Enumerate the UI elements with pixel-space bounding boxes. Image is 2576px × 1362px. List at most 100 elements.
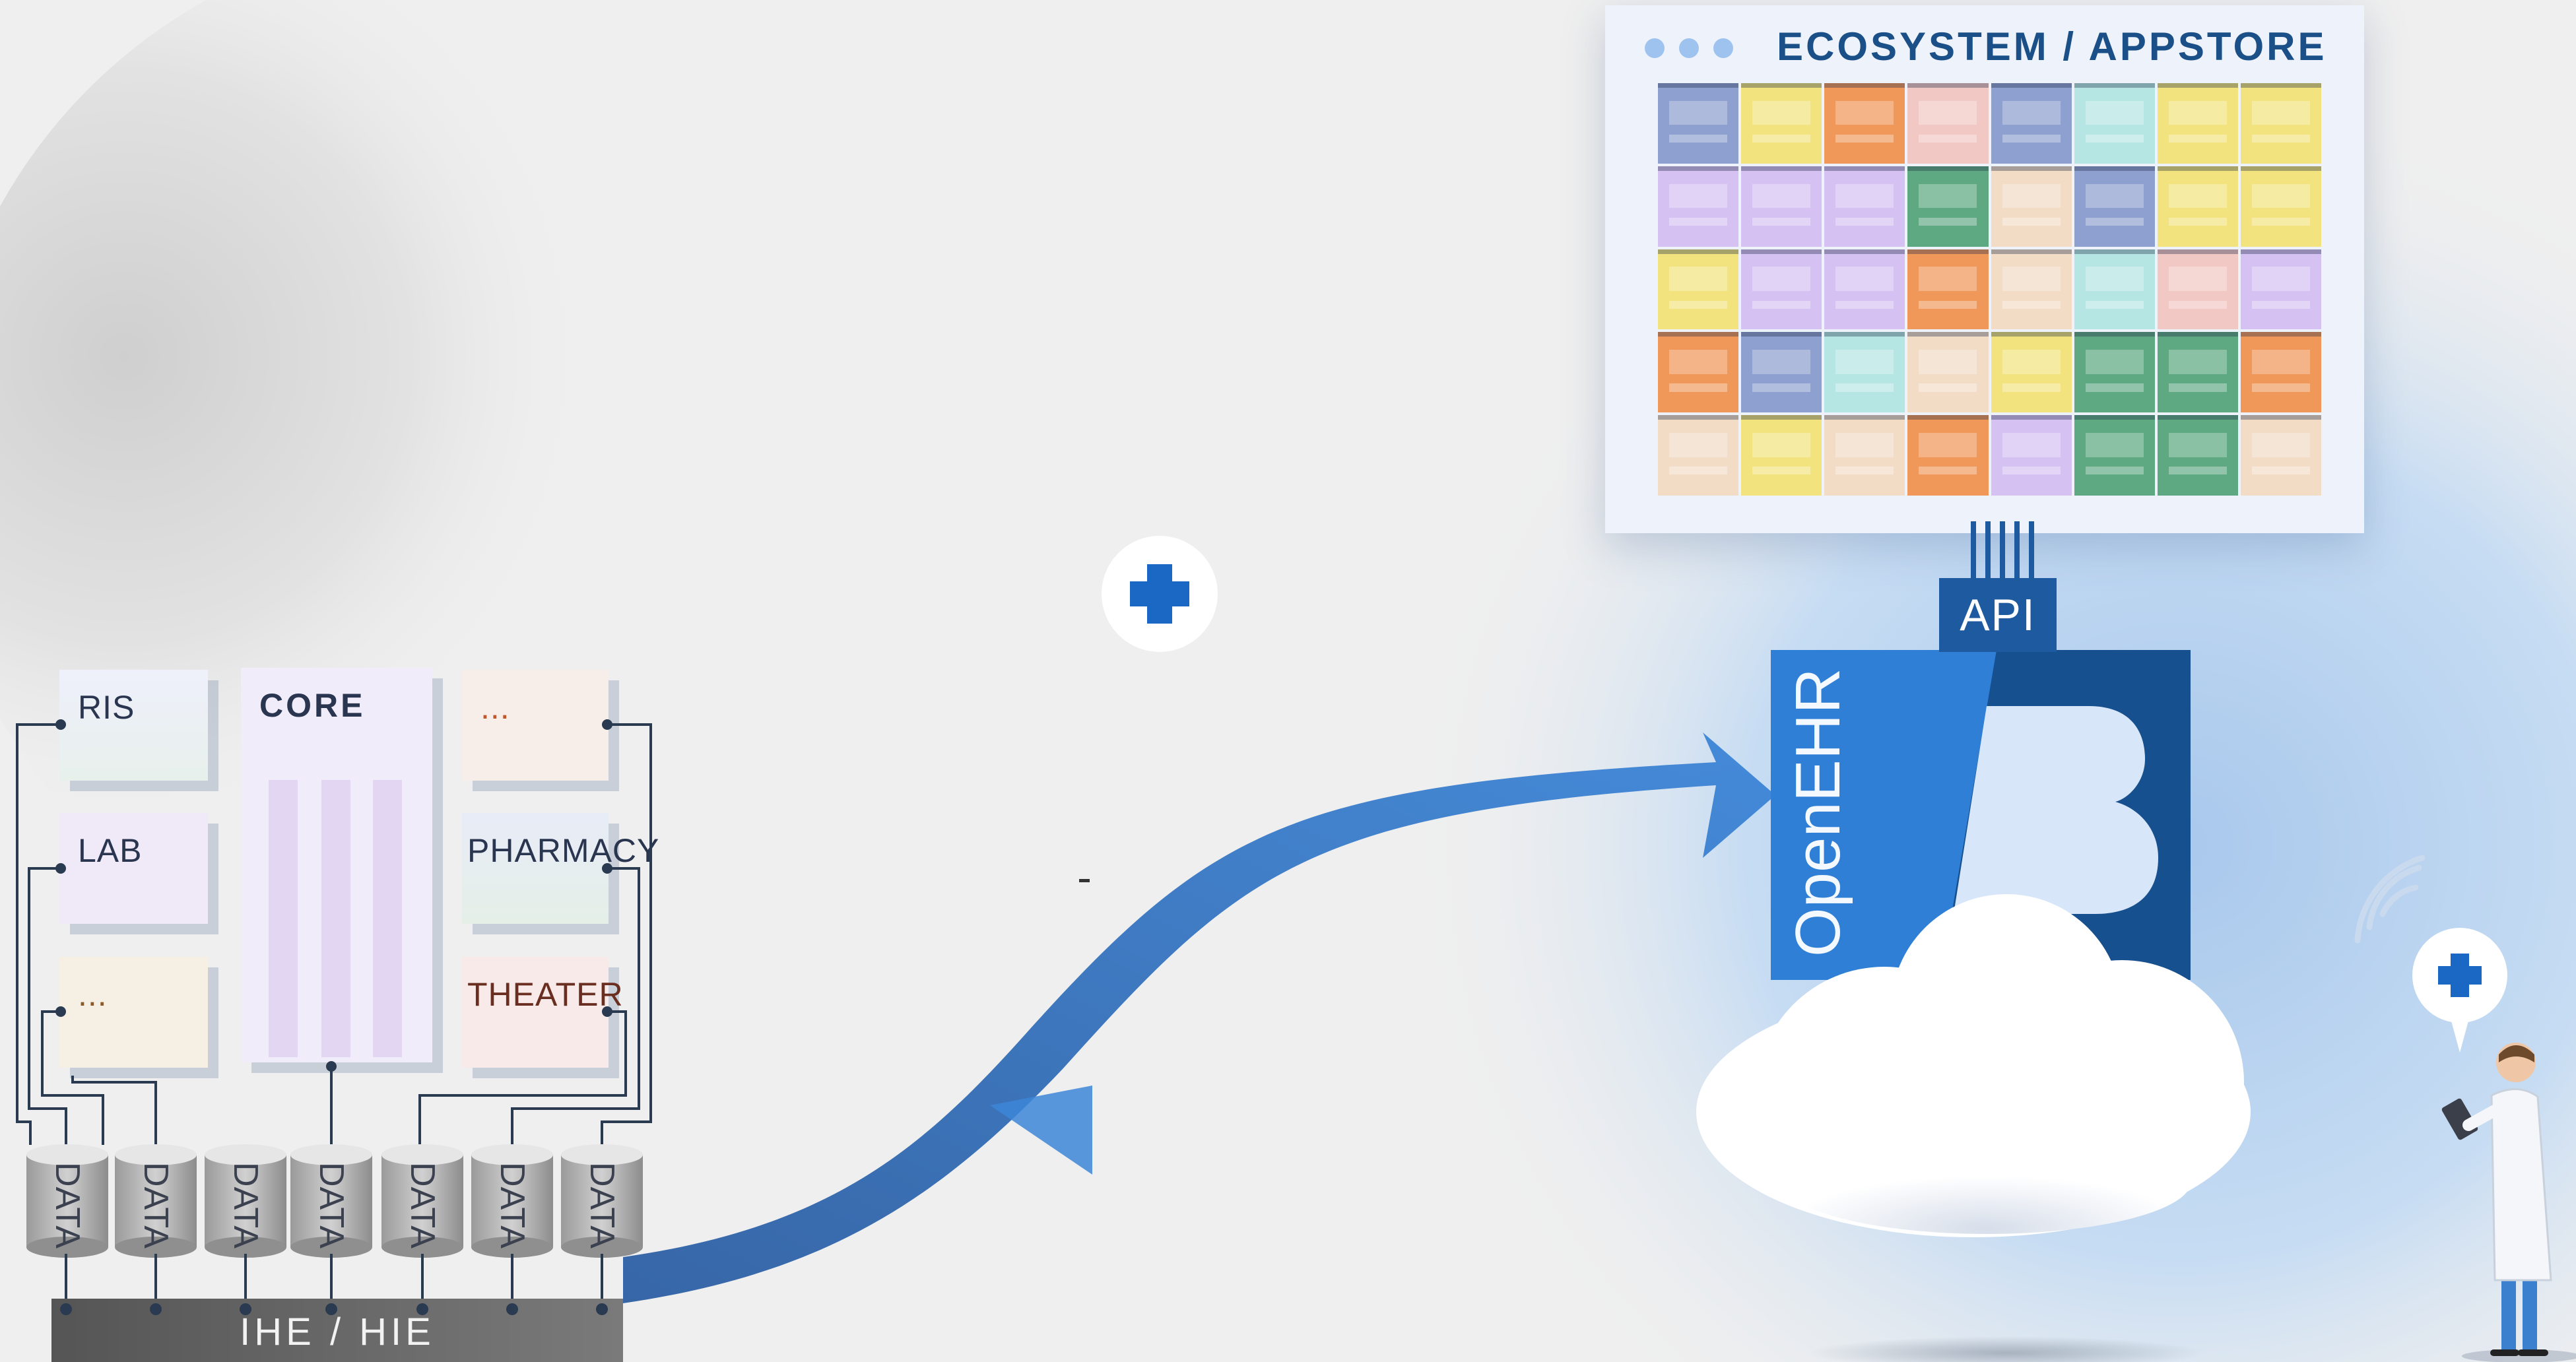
app-tile[interactable] bbox=[2157, 83, 2238, 164]
app-tile[interactable] bbox=[2074, 332, 2155, 413]
app-tile[interactable] bbox=[2157, 332, 2238, 413]
app-tile-titlebar bbox=[1907, 332, 1989, 337]
core-stripe bbox=[373, 780, 402, 1057]
app-tile-titlebar bbox=[1991, 83, 2072, 88]
appstore-title: ECOSYSTEM / APPSTORE bbox=[1777, 24, 2327, 69]
app-tile-titlebar bbox=[1991, 166, 2072, 171]
app-tile-titlebar bbox=[2240, 415, 2321, 420]
app-tile[interactable] bbox=[1907, 166, 1989, 247]
app-tile[interactable] bbox=[1824, 166, 1905, 247]
app-tile[interactable] bbox=[1824, 332, 1905, 413]
app-tile[interactable] bbox=[2074, 415, 2155, 496]
app-tile[interactable] bbox=[1991, 332, 2072, 413]
app-tile-titlebar bbox=[1907, 83, 1989, 88]
app-tile-titlebar bbox=[2240, 83, 2321, 88]
app-tile[interactable] bbox=[1741, 166, 1822, 247]
app-tile-titlebar bbox=[1991, 249, 2072, 254]
app-tile[interactable] bbox=[2240, 166, 2321, 247]
app-tile-titlebar bbox=[1824, 166, 1905, 171]
app-tile[interactable] bbox=[1991, 83, 2072, 164]
app-tile-titlebar bbox=[1658, 166, 1739, 171]
app-tile-titlebar bbox=[1658, 415, 1739, 420]
module-core: CORE bbox=[241, 668, 432, 1062]
app-tile[interactable] bbox=[2074, 166, 2155, 247]
app-tile-titlebar bbox=[1658, 83, 1739, 88]
app-tile[interactable] bbox=[1658, 415, 1739, 496]
app-tile[interactable] bbox=[2157, 249, 2238, 330]
app-tile-titlebar bbox=[2157, 83, 2238, 88]
database-label: DATA bbox=[312, 1162, 350, 1248]
module-ris-label: RIS bbox=[78, 689, 135, 726]
app-tile[interactable] bbox=[1824, 83, 1905, 164]
app-tile-titlebar bbox=[2074, 83, 2155, 88]
app-tile-titlebar bbox=[2157, 415, 2238, 420]
app-tile[interactable] bbox=[1991, 249, 2072, 330]
app-tile[interactable] bbox=[1991, 415, 2072, 496]
app-tile[interactable] bbox=[1907, 249, 1989, 330]
appstore-window: ECOSYSTEM / APPSTORE bbox=[1605, 5, 2364, 533]
app-tile[interactable] bbox=[2157, 415, 2238, 496]
app-tile-titlebar bbox=[2157, 249, 2238, 254]
module-more-right: ... bbox=[462, 670, 609, 781]
database-label: DATA bbox=[48, 1162, 86, 1248]
module-more-left-label: ... bbox=[78, 976, 108, 1013]
api-label: API bbox=[1960, 590, 2036, 640]
module-pharmacy-label: PHARMACY bbox=[467, 832, 660, 869]
app-tile-titlebar bbox=[2240, 332, 2321, 337]
app-tile[interactable] bbox=[1824, 249, 1905, 330]
app-tile-titlebar bbox=[1991, 415, 2072, 420]
window-dot bbox=[1713, 38, 1733, 58]
app-tile-titlebar bbox=[1741, 166, 1822, 171]
app-tile[interactable] bbox=[1907, 332, 1989, 413]
app-tile[interactable] bbox=[2157, 166, 2238, 247]
app-tile-titlebar bbox=[1991, 332, 2072, 337]
app-tile-titlebar bbox=[2074, 249, 2155, 254]
app-tile[interactable] bbox=[1907, 83, 1989, 164]
window-dot bbox=[1679, 38, 1699, 58]
app-tile-titlebar bbox=[2074, 415, 2155, 420]
app-tile-titlebar bbox=[1824, 415, 1905, 420]
app-tile[interactable] bbox=[2240, 249, 2321, 330]
app-tile-titlebar bbox=[2074, 332, 2155, 337]
app-tile-titlebar bbox=[1741, 415, 1822, 420]
module-core-label: CORE bbox=[259, 687, 366, 724]
module-lab-label: LAB bbox=[78, 832, 143, 869]
app-tile[interactable] bbox=[1907, 415, 1989, 496]
app-tile-titlebar bbox=[1907, 166, 1989, 171]
app-tile[interactable] bbox=[2240, 83, 2321, 164]
app-tile[interactable] bbox=[2074, 83, 2155, 164]
app-tile-titlebar bbox=[1907, 249, 1989, 254]
module-more-right-label: ... bbox=[480, 689, 510, 726]
app-tile-titlebar bbox=[1658, 249, 1739, 254]
app-tile[interactable] bbox=[1991, 166, 2072, 247]
app-tile-titlebar bbox=[1741, 83, 1822, 88]
app-tile[interactable] bbox=[1658, 166, 1739, 247]
database-label: DATA bbox=[226, 1162, 265, 1248]
app-tile-titlebar bbox=[1658, 332, 1739, 337]
app-tile[interactable] bbox=[1824, 415, 1905, 496]
app-tile-titlebar bbox=[1824, 83, 1905, 88]
app-tile[interactable] bbox=[2240, 415, 2321, 496]
core-stripe bbox=[321, 780, 350, 1057]
module-ris: RIS bbox=[59, 670, 208, 781]
app-tile[interactable] bbox=[1741, 83, 1822, 164]
app-tile[interactable] bbox=[1658, 249, 1739, 330]
app-tile[interactable] bbox=[1741, 332, 1822, 413]
app-tile[interactable] bbox=[2240, 332, 2321, 413]
database-label: DATA bbox=[583, 1162, 621, 1248]
database-label: DATA bbox=[137, 1162, 175, 1248]
app-tile[interactable] bbox=[2074, 249, 2155, 330]
app-tile[interactable] bbox=[1741, 249, 1822, 330]
app-tile-titlebar bbox=[2240, 166, 2321, 171]
module-more-left: ... bbox=[59, 957, 208, 1068]
module-theater: THEATER bbox=[462, 957, 623, 1068]
app-tile-titlebar bbox=[1824, 249, 1905, 254]
module-lab: LAB bbox=[59, 813, 208, 924]
app-tile[interactable] bbox=[1658, 83, 1739, 164]
app-tile[interactable] bbox=[1741, 415, 1822, 496]
window-dot bbox=[1645, 38, 1665, 58]
app-tile-titlebar bbox=[1907, 415, 1989, 420]
app-tile-titlebar bbox=[2074, 166, 2155, 171]
app-tile[interactable] bbox=[1658, 332, 1739, 413]
app-tile-titlebar bbox=[2157, 166, 2238, 171]
